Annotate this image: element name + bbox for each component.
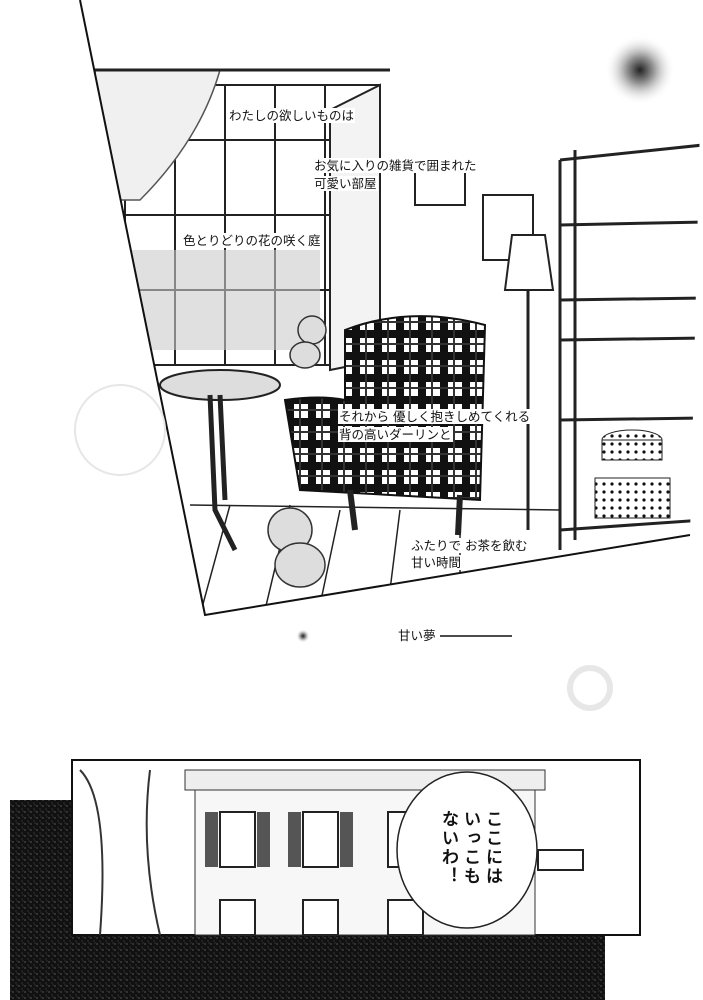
speech-line: ないわ！ <box>438 810 458 886</box>
top-panel-room <box>90 35 703 615</box>
caption-line: それから 優しく抱きしめてくれる <box>338 409 532 424</box>
narration-text: 甘い夢 <box>397 628 437 643</box>
speech-bubble <box>396 771 538 929</box>
caption-line: 甘い時間 <box>410 555 463 570</box>
speech-line: ここには <box>482 810 502 886</box>
top-panel-border <box>79 0 691 617</box>
shelf <box>558 143 703 550</box>
speech-bubble-text: ここには いっこも ないわ！ <box>437 810 503 910</box>
speech-line: いっこも <box>460 810 480 886</box>
bottom-panel-building <box>71 759 641 936</box>
caption-line: お気に入りの雑貨で囲まれた <box>313 158 478 173</box>
caption-line: ふたりで お茶を飲む <box>410 538 529 553</box>
caption-line: わたしの欲しいものは <box>228 108 356 123</box>
caption-line: 色とりどりの花の咲く庭 <box>182 233 322 248</box>
teddy-bear <box>267 315 327 588</box>
caption-line: 可愛い部屋 <box>313 176 378 191</box>
caption-line: 背の高いダーリンと <box>338 427 453 442</box>
plaid-armchair <box>283 315 487 502</box>
